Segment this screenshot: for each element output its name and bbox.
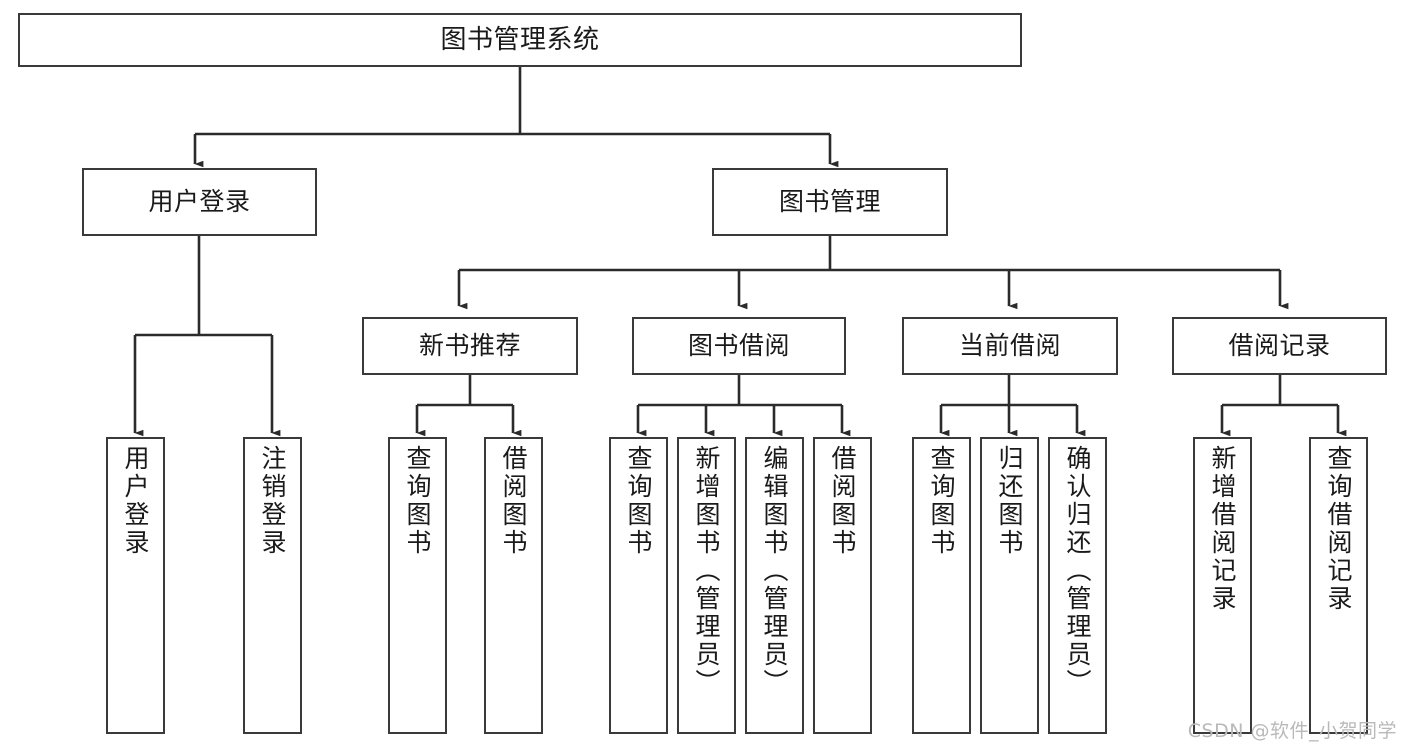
node-label: 新增借阅记录 xyxy=(1208,445,1237,613)
leaf-return-book[interactable]: 归还图书 xyxy=(980,437,1039,734)
leaf-query-book-recommend[interactable]: 查询图书 xyxy=(388,437,447,734)
node-label: 借阅记录 xyxy=(1228,331,1331,361)
node-label: 用户登录 xyxy=(148,187,251,217)
node-label: 查询图书 xyxy=(624,445,653,557)
leaf-add-borrow-record[interactable]: 新增借阅记录 xyxy=(1193,437,1252,734)
node-label: 新增图书（管理员） xyxy=(692,445,721,697)
leaf-logout[interactable]: 注销登录 xyxy=(243,437,302,734)
node-label: 编辑图书（管理员） xyxy=(760,445,789,697)
node-label: 查询借阅记录 xyxy=(1324,445,1353,613)
node-root-book-management-system[interactable]: 图书管理系统 xyxy=(18,13,1022,67)
node-current-borrow[interactable]: 当前借阅 xyxy=(902,317,1118,375)
node-label: 借阅图书 xyxy=(828,445,857,557)
node-label: 借阅图书 xyxy=(499,445,528,557)
node-label: 查询图书 xyxy=(927,445,956,557)
node-label: 归还图书 xyxy=(995,445,1024,557)
leaf-user-login[interactable]: 用户登录 xyxy=(106,437,165,734)
leaf-query-book-current[interactable]: 查询图书 xyxy=(912,437,971,734)
leaf-query-book-borrow[interactable]: 查询图书 xyxy=(609,437,668,734)
node-user-login[interactable]: 用户登录 xyxy=(82,168,317,236)
node-label: 确认归还（管理员） xyxy=(1063,445,1092,697)
node-label: 图书借阅 xyxy=(687,331,790,361)
node-book-management[interactable]: 图书管理 xyxy=(712,168,948,236)
node-borrow-record[interactable]: 借阅记录 xyxy=(1172,317,1387,375)
leaf-query-borrow-record[interactable]: 查询借阅记录 xyxy=(1309,437,1368,734)
node-label: 新书推荐 xyxy=(418,331,521,361)
node-book-borrow[interactable]: 图书借阅 xyxy=(632,317,846,375)
leaf-add-book-admin[interactable]: 新增图书（管理员） xyxy=(677,437,736,734)
node-label: 注销登录 xyxy=(258,445,287,557)
leaf-borrow-book[interactable]: 借阅图书 xyxy=(813,437,872,734)
watermark-text: CSDN @软件_小贺同学 xyxy=(1187,720,1397,742)
node-label: 图书管理系统 xyxy=(440,24,600,55)
node-label: 查询图书 xyxy=(403,445,432,557)
node-label: 用户登录 xyxy=(121,445,150,557)
leaf-borrow-book-recommend[interactable]: 借阅图书 xyxy=(484,437,543,734)
leaf-edit-book-admin[interactable]: 编辑图书（管理员） xyxy=(745,437,804,734)
node-label: 图书管理 xyxy=(778,187,881,217)
leaf-confirm-return-admin[interactable]: 确认归还（管理员） xyxy=(1048,437,1107,734)
node-new-book-recommend[interactable]: 新书推荐 xyxy=(362,317,578,375)
node-label: 当前借阅 xyxy=(958,331,1061,361)
